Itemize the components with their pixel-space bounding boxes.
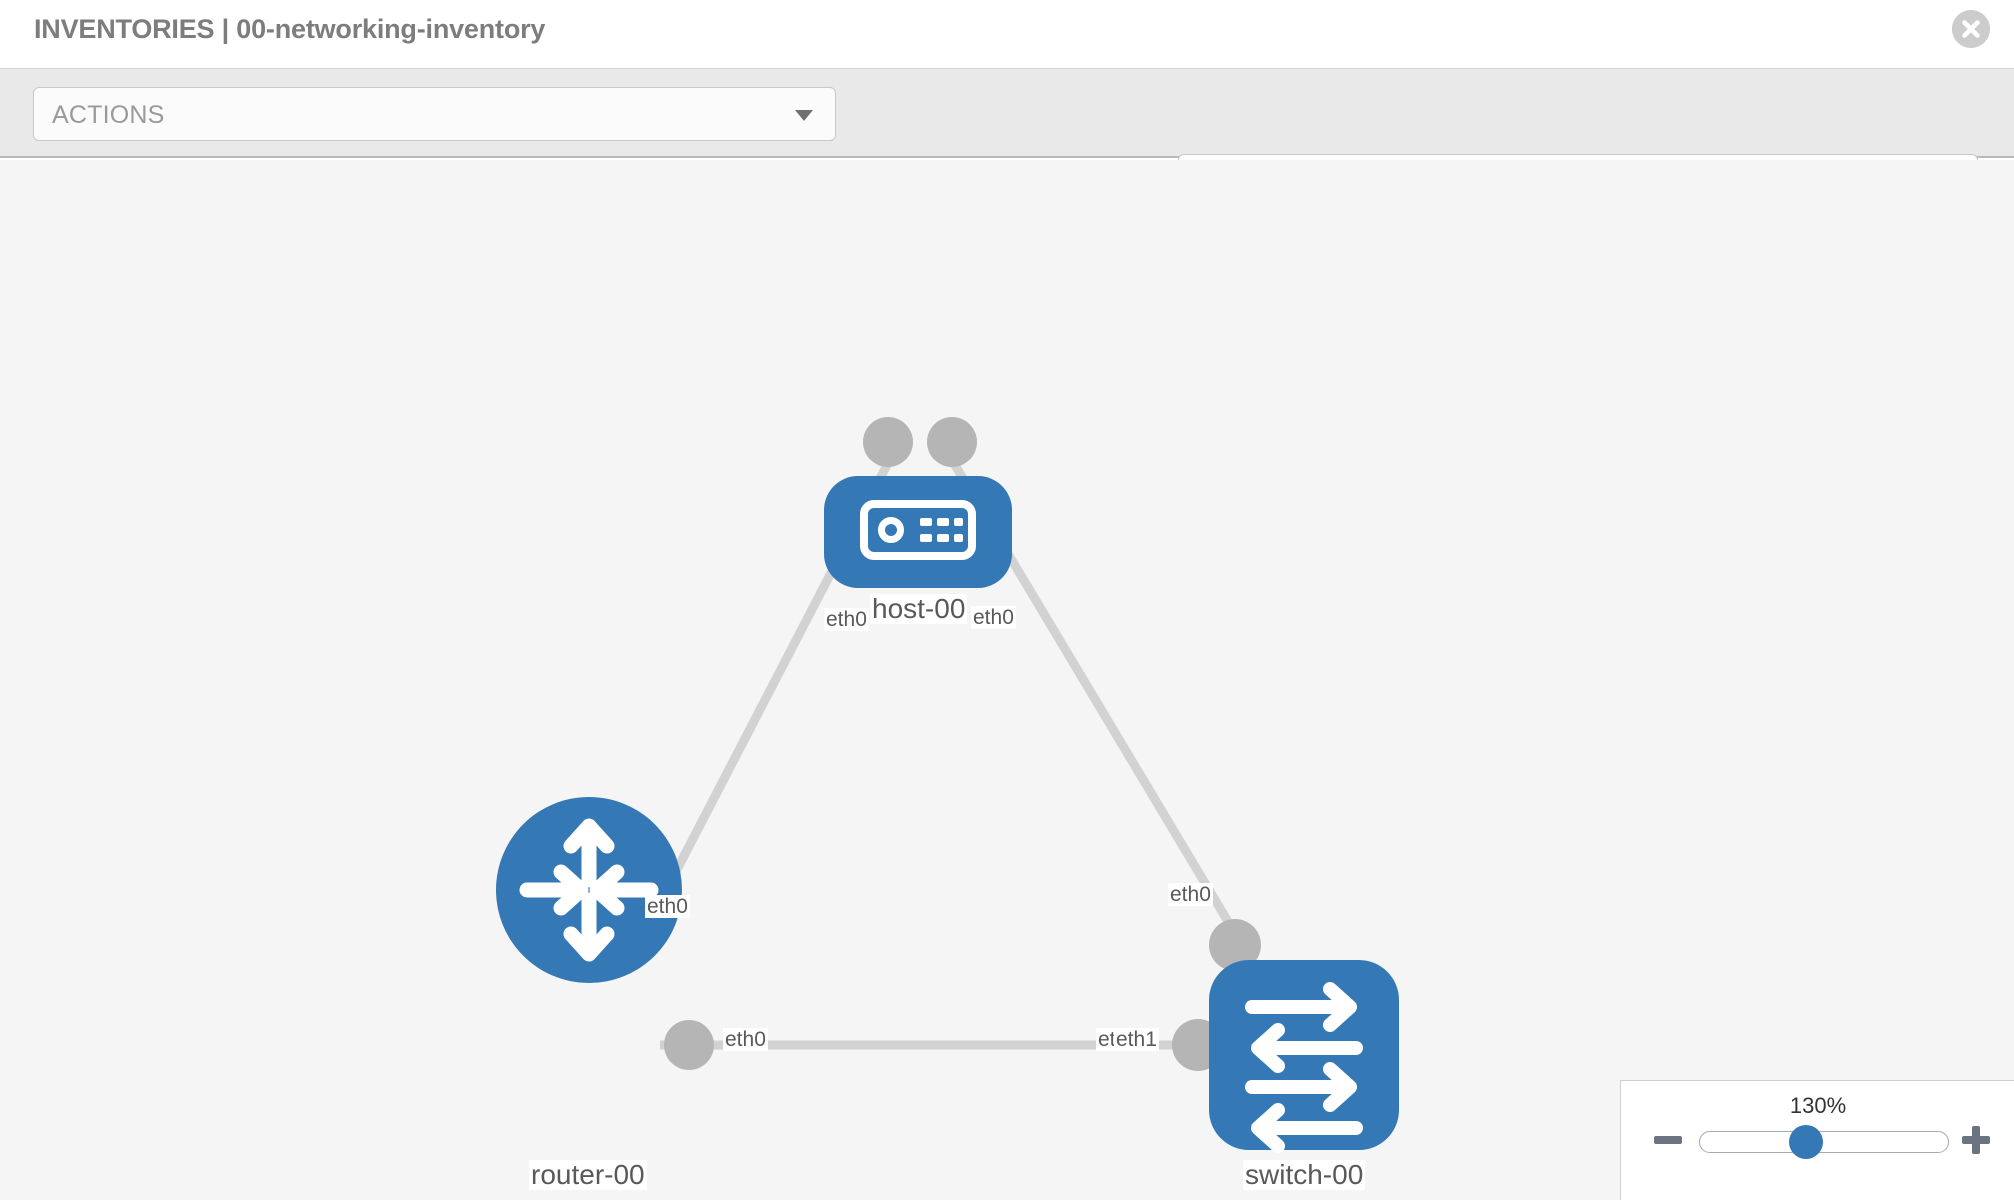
iface-label: eth0	[824, 608, 869, 632]
iface-label: eth0	[1168, 883, 1213, 907]
minus-icon	[1654, 1136, 1682, 1144]
topology-graph	[496, 417, 1399, 1153]
zoom-slider-handle[interactable]	[1789, 1125, 1823, 1159]
router-arrows-icon	[519, 818, 659, 962]
zoom-slider-track[interactable]	[1699, 1131, 1949, 1153]
iface-label: eth0	[971, 606, 1016, 630]
node-label-switch-00: switch-00	[1243, 1159, 1366, 1191]
nub-router00-eth0	[664, 1020, 714, 1070]
zoom-in-button[interactable]	[1959, 1123, 1993, 1157]
close-circle-icon	[1952, 10, 1990, 48]
topology-canvas[interactable]: eth0 eth0 eth0 eth0 eth0 eth0 eth1 host-…	[0, 160, 2014, 1200]
node-switch-00	[1209, 960, 1399, 1153]
iface-label: eth1	[1114, 1028, 1159, 1052]
iface-label: eth0	[645, 895, 690, 919]
server-icon	[860, 500, 976, 560]
close-button[interactable]	[1952, 10, 1990, 48]
node-label-router-00: router-00	[529, 1159, 647, 1191]
actions-dropdown[interactable]: ACTIONS	[33, 87, 836, 141]
node-host-00	[824, 476, 1012, 588]
nub-host00-eth0-right	[927, 417, 977, 467]
plus-icon	[1962, 1126, 1990, 1154]
zoom-out-button[interactable]	[1651, 1123, 1685, 1157]
zoom-level-label: 130%	[1789, 1093, 1847, 1118]
node-router-00	[496, 797, 682, 983]
interface-nubs	[664, 417, 1261, 1071]
page-title: INVENTORIES | 00-networking-inventory	[34, 14, 546, 44]
zoom-control-panel: 130%	[1620, 1080, 2014, 1200]
chevron-down-icon	[795, 110, 813, 121]
node-label-host-00: host-00	[870, 593, 968, 625]
page-header: INVENTORIES | 00-networking-inventory	[0, 0, 2014, 68]
nub-host00-eth0-left	[863, 417, 913, 467]
iface-label: eth0	[723, 1028, 768, 1052]
actions-dropdown-label: ACTIONS	[52, 101, 165, 129]
toolbar: ACTIONS	[0, 68, 2014, 208]
switch-arrows-icon	[1245, 982, 1363, 1153]
nub-switch00-eth0	[1209, 919, 1261, 971]
